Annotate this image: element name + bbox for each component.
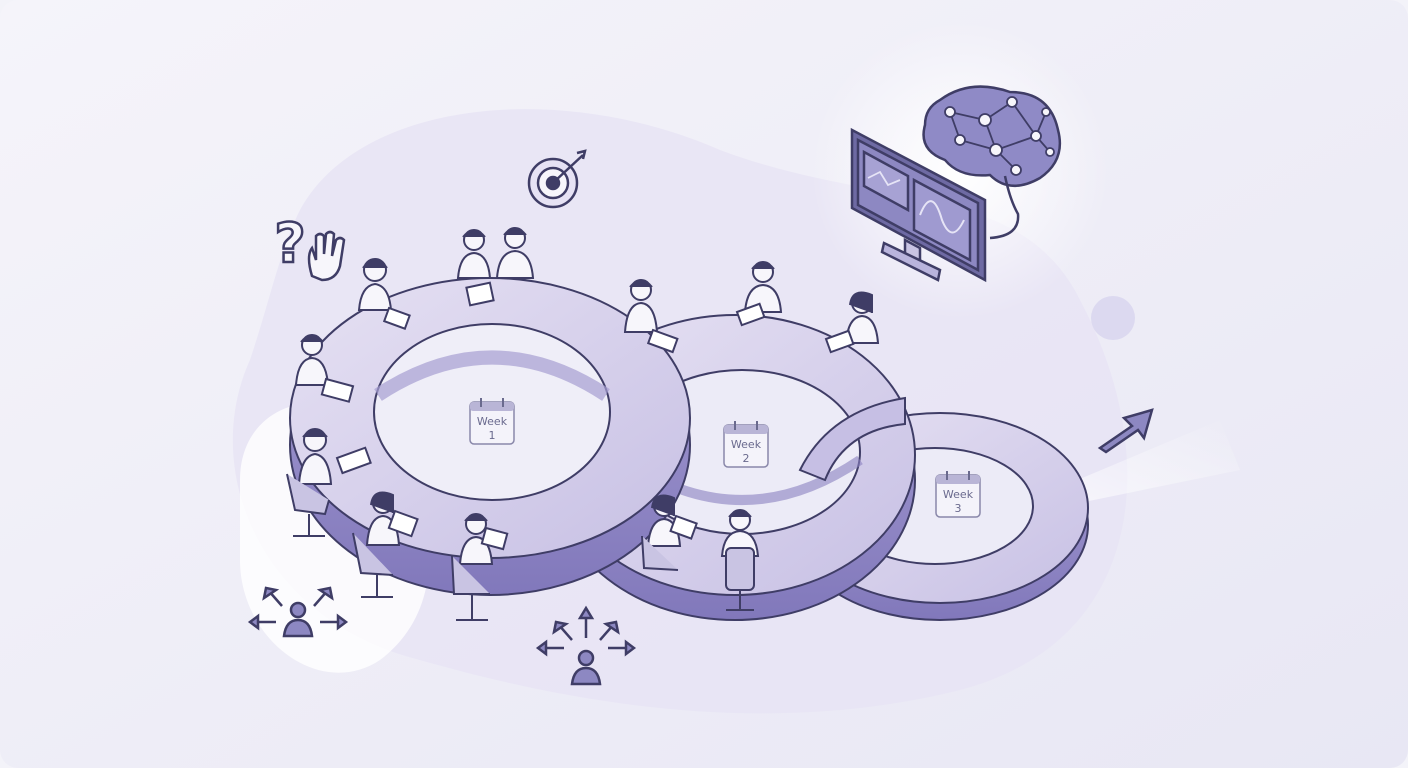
person (495, 227, 535, 279)
person (357, 258, 411, 330)
calendar-number: 1 (489, 429, 496, 442)
person (352, 491, 419, 598)
calendar-label: Week (943, 488, 974, 501)
person (294, 334, 355, 403)
calendar-week-1: Week 1 (469, 398, 515, 445)
paper (465, 281, 495, 307)
calendar-number: 3 (955, 502, 962, 515)
calendar-week-3: Week 3 (935, 471, 981, 518)
person (286, 428, 372, 537)
growth-arrow-icon (1097, 408, 1154, 454)
calendar-label: Week (731, 438, 762, 451)
person (824, 291, 880, 354)
calendar-week-2: Week 2 (723, 421, 769, 468)
raised-hand-icon (307, 230, 346, 282)
ring-link-front (798, 396, 906, 482)
person (735, 261, 783, 327)
person-arrows-icon (247, 586, 349, 638)
person (641, 494, 698, 571)
question-mark: ? (274, 212, 305, 275)
person (623, 279, 679, 354)
person-arrows-icon (535, 605, 637, 686)
calendar-number: 2 (743, 452, 750, 465)
calendar-label: Week (477, 415, 508, 428)
meeting-participants (286, 227, 880, 621)
person (456, 229, 492, 279)
question-icon: ? (273, 211, 307, 277)
person (451, 513, 509, 621)
decorative-dot (1091, 296, 1135, 340)
target-icon (527, 149, 587, 209)
brain-network-icon (922, 85, 1062, 240)
person (720, 509, 760, 611)
monitor-icon (850, 127, 987, 283)
